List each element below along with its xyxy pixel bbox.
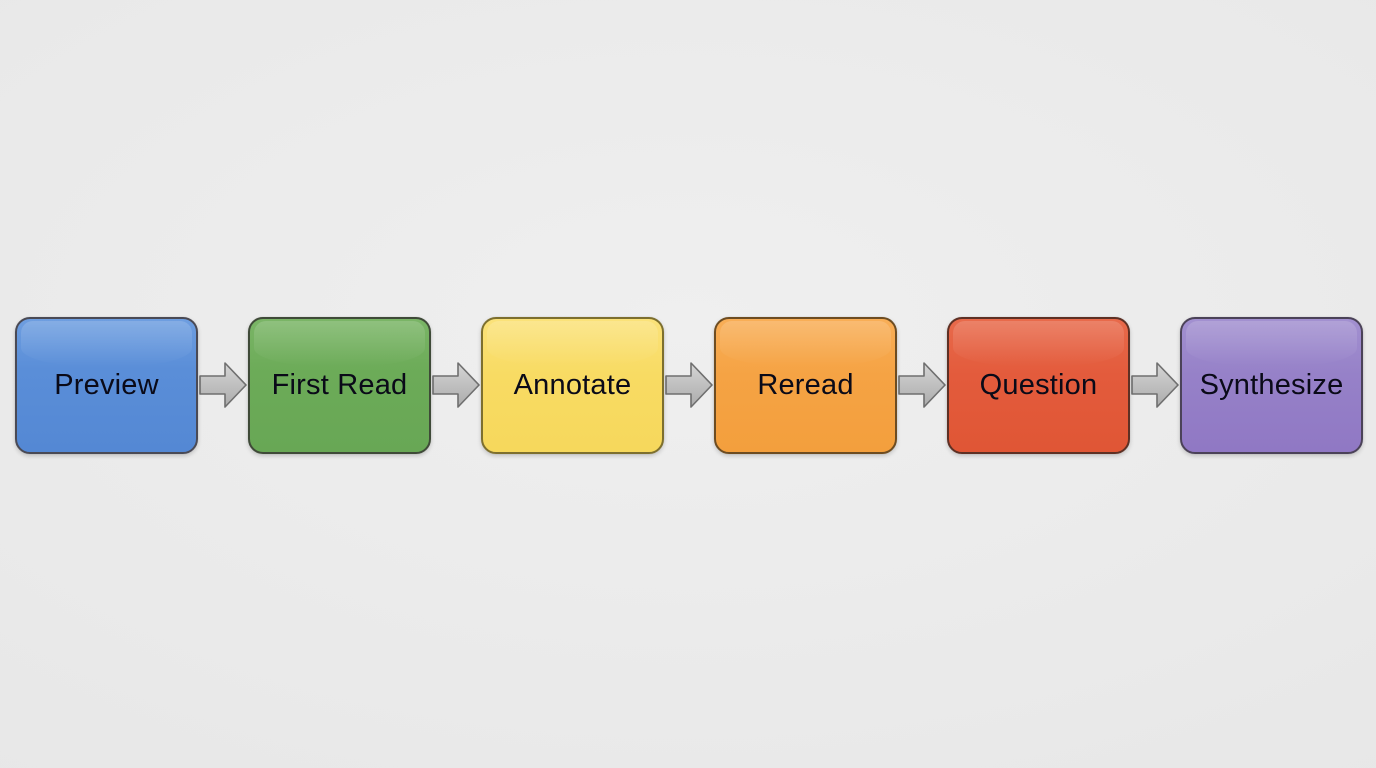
process-flow-row: Preview First Read [0,316,1376,454]
process-step-label: Annotate [513,368,632,401]
flow-arrow-first-read-to-annotate [432,355,480,415]
process-step-label: Synthesize [1199,368,1344,401]
process-step-label: Question [979,368,1098,401]
flow-arrow-annotate-to-reread [665,355,713,415]
process-step-preview[interactable]: Preview [15,316,198,454]
flow-arrow-preview-to-first-read [199,355,247,415]
process-step-synthesize[interactable]: Synthesize [1180,316,1363,454]
process-step-question[interactable]: Question [947,316,1130,454]
flow-arrow-reread-to-question [898,355,946,415]
flow-arrow-question-to-synthesize [1131,355,1179,415]
process-step-label: Preview [54,368,159,401]
process-step-annotate[interactable]: Annotate [481,316,664,454]
process-step-reread[interactable]: Reread [714,316,897,454]
process-step-first-read[interactable]: First Read [248,316,431,454]
process-step-label: Reread [757,368,854,401]
process-step-label: First Read [271,368,408,401]
